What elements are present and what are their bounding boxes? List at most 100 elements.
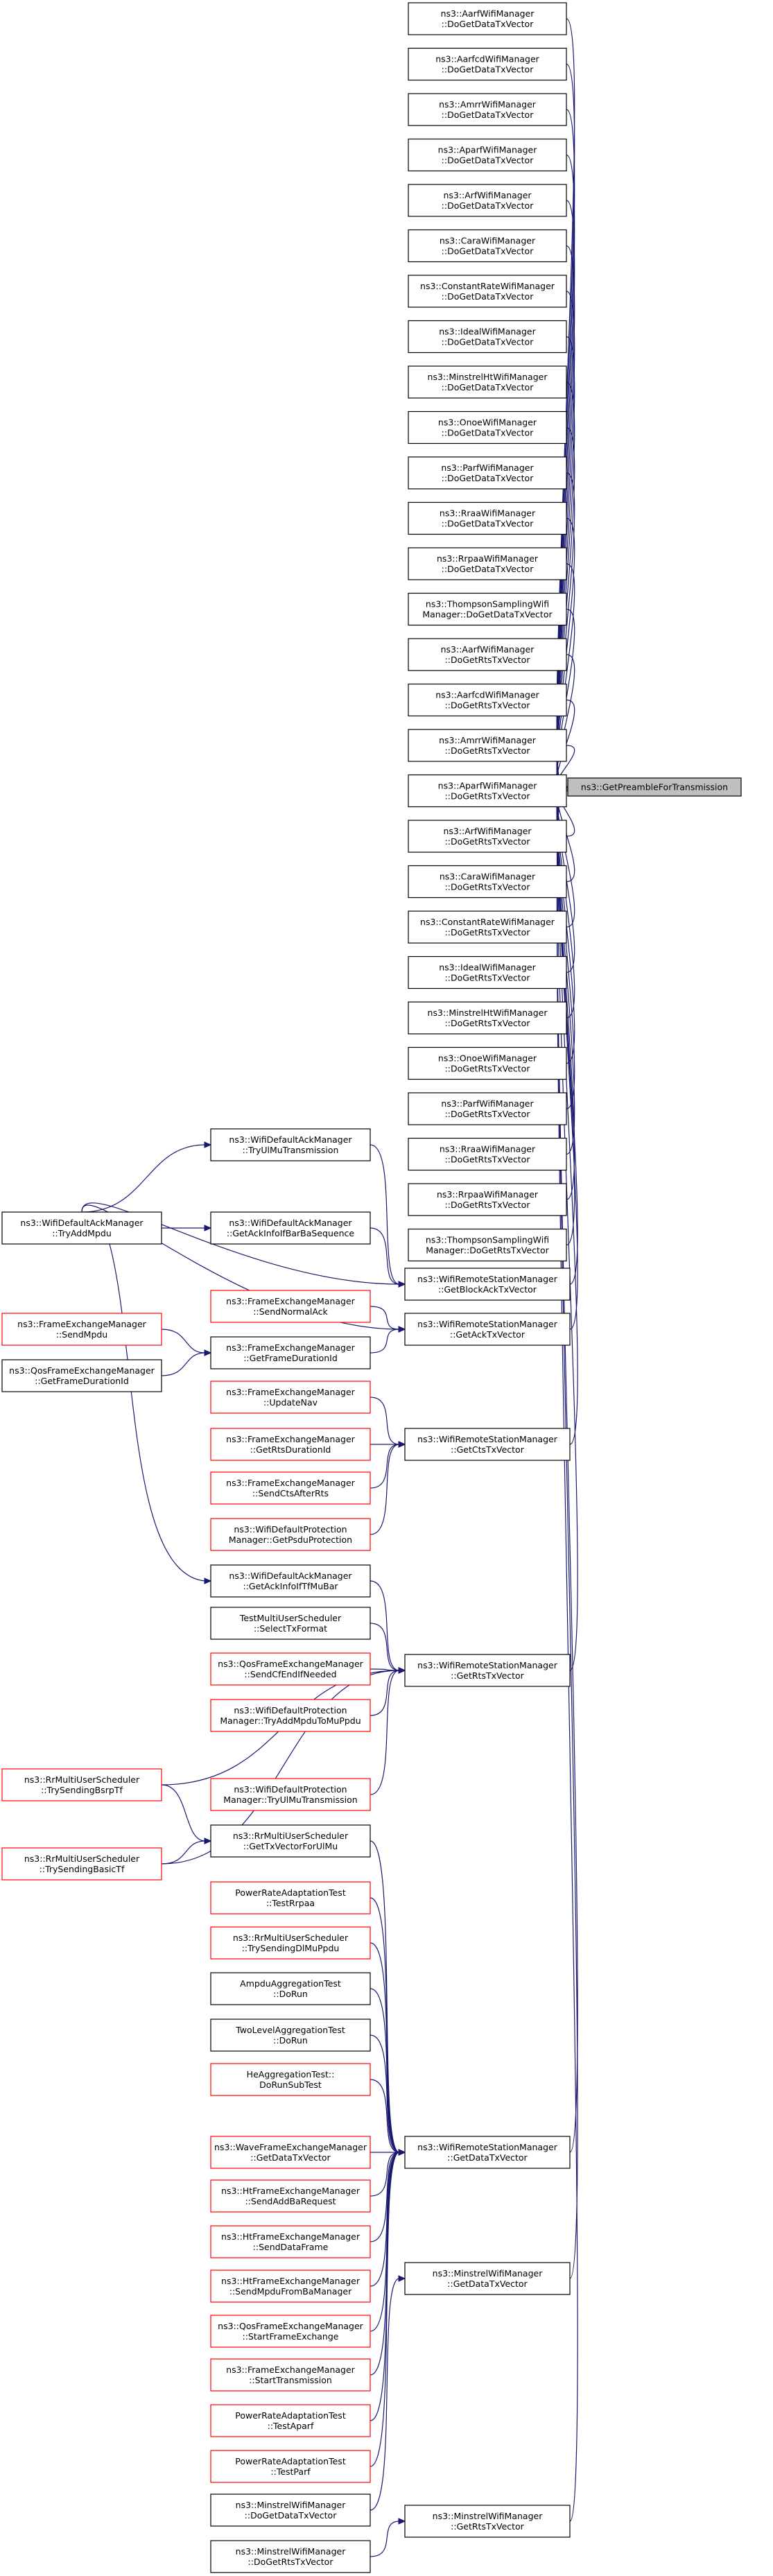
caller-node[interactable]: ns3::ArfWifiManager::DoGetRtsTxVector bbox=[408, 820, 567, 853]
caller-node[interactable]: ns3::WifiRemoteStationManager::GetCtsTxV… bbox=[404, 1428, 571, 1461]
node-box bbox=[408, 184, 567, 217]
caller-node[interactable]: ns3::ConstantRateWifiManager::DoGetRtsTx… bbox=[408, 910, 567, 944]
caller-node[interactable]: ns3::RraaWifiManager::DoGetRtsTxVector bbox=[408, 1137, 567, 1171]
caller-node[interactable]: AmpduAggregationTest::DoRun bbox=[210, 1972, 371, 2005]
node-label-line: ns3::QosFrameExchangeManager bbox=[218, 1659, 363, 1669]
caller-node[interactable]: ns3::FrameExchangeManager::SendCtsAfterR… bbox=[210, 1471, 371, 1505]
caller-node[interactable]: ns3::OnoeWifiManager::DoGetDataTxVector bbox=[408, 410, 567, 444]
node-label-line: PowerRateAdaptationTest bbox=[235, 1887, 346, 1898]
caller-node[interactable]: ns3::FrameExchangeManager::UpdateNav bbox=[210, 1381, 371, 1414]
caller-node[interactable]: PowerRateAdaptationTest::TestRrpaa bbox=[210, 1881, 371, 1914]
caller-node[interactable]: ns3::AarfcdWifiManager::DoGetDataTxVecto… bbox=[408, 47, 567, 81]
caller-node[interactable]: ns3::WifiDefaultProtectionManager::GetPs… bbox=[210, 1518, 371, 1551]
caller-node[interactable]: ns3::WifiRemoteStationManager::GetAckTxV… bbox=[404, 1313, 571, 1346]
node-box bbox=[210, 1518, 371, 1551]
caller-node[interactable]: ns3::RraaWifiManager::DoGetDataTxVector bbox=[408, 501, 567, 535]
edge-arrowhead bbox=[204, 1225, 212, 1231]
node-box bbox=[210, 1699, 371, 1732]
node-label-line: ns3::FrameExchangeManager bbox=[226, 1342, 355, 1353]
caller-node[interactable]: PowerRateAdaptationTest::TestAparf bbox=[210, 2404, 371, 2437]
caller-node[interactable]: ns3::MinstrelHtWifiManager::DoGetDataTxV… bbox=[408, 365, 567, 399]
caller-node[interactable]: ns3::WifiDefaultAckManager::GetAckInfoIf… bbox=[210, 1211, 371, 1245]
caller-node[interactable]: ns3::AarfWifiManager::DoGetDataTxVector bbox=[408, 2, 567, 35]
caller-node[interactable]: ns3::MinstrelWifiManager::DoGetRtsTxVect… bbox=[210, 2540, 371, 2573]
caller-node[interactable]: ns3::WifiDefaultAckManager::GetAckInfoIf… bbox=[210, 1564, 371, 1598]
node-box bbox=[408, 275, 567, 308]
node-box bbox=[210, 1926, 371, 1960]
caller-node[interactable]: ns3::HtFrameExchangeManager::SendAddBaRe… bbox=[210, 2179, 371, 2213]
edge-l1-to-m9 bbox=[109, 1243, 212, 1584]
edge-arrowhead bbox=[398, 1281, 406, 1288]
caller-node[interactable]: ns3::AarfWifiManager::DoGetRtsTxVector bbox=[408, 638, 567, 671]
caller-node[interactable]: ns3::AparfWifiManager::DoGetRtsTxVector bbox=[408, 774, 567, 808]
node-box bbox=[408, 1092, 567, 1125]
caller-node[interactable]: ns3::QosFrameExchangeManager::StartFrame… bbox=[210, 2315, 371, 2348]
caller-node[interactable]: ns3::CaraWifiManager::DoGetDataTxVector bbox=[408, 229, 567, 263]
node-label-line: ns3::WifiRemoteStationManager bbox=[417, 1274, 558, 1284]
caller-node[interactable]: ns3::OnoeWifiManager::DoGetRtsTxVector bbox=[408, 1046, 567, 1080]
node-label-line: ::SendMpdu bbox=[56, 1329, 107, 1340]
node-label-line: PowerRateAdaptationTest bbox=[235, 2410, 346, 2421]
caller-node[interactable]: ns3::HtFrameExchangeManager::SendMpduFro… bbox=[210, 2270, 371, 2303]
node-label-line: Manager::TryAddMpduToMuPpdu bbox=[220, 1715, 361, 1726]
caller-node[interactable]: ns3::IdealWifiManager::DoGetDataTxVector bbox=[408, 320, 567, 354]
node-box bbox=[408, 320, 567, 354]
node-box bbox=[408, 592, 567, 626]
caller-node[interactable]: ns3::ConstantRateWifiManager::DoGetDataT… bbox=[408, 275, 567, 308]
caller-node[interactable]: ns3::MinstrelHtWifiManager::DoGetRtsTxVe… bbox=[408, 1001, 567, 1035]
caller-node[interactable]: ns3::RrpaaWifiManager::DoGetRtsTxVector bbox=[408, 1183, 567, 1216]
caller-node[interactable]: ns3::RrMultiUserScheduler::GetTxVectorFo… bbox=[210, 1824, 371, 1858]
node-label-line: ::GetBlockAckTxVector bbox=[438, 1284, 537, 1295]
edge-m9-to-n32 bbox=[370, 1580, 406, 1674]
caller-node[interactable]: ns3::WifiDefaultAckManager::TryUlMuTrans… bbox=[210, 1128, 371, 1161]
caller-node[interactable]: ns3::WifiDefaultAckManager::TryAddMpdu bbox=[1, 1211, 162, 1245]
caller-node[interactable]: TwoLevelAggregationTest::DoRun bbox=[210, 2019, 371, 2052]
caller-node[interactable]: ns3::QosFrameExchangeManager::SendCfEndI… bbox=[210, 1652, 371, 1686]
caller-node[interactable]: ns3::WaveFrameExchangeManager::GetDataTx… bbox=[210, 2136, 371, 2169]
caller-node[interactable]: ns3::MinstrelWifiManager::GetRtsTxVector bbox=[404, 2505, 571, 2538]
caller-node[interactable]: ns3::IdealWifiManager::DoGetRtsTxVector bbox=[408, 956, 567, 989]
caller-node[interactable]: ns3::FrameExchangeManager::GetRtsDuratio… bbox=[210, 1428, 371, 1461]
caller-node[interactable]: ns3::ParfWifiManager::DoGetRtsTxVector bbox=[408, 1092, 567, 1125]
node-label-line: ns3::FrameExchangeManager bbox=[226, 1434, 355, 1444]
caller-node[interactable]: HeAggregationTest::DoRunSubTest bbox=[210, 2063, 371, 2096]
caller-node[interactable]: ns3::RrMultiUserScheduler::TrySendingBas… bbox=[1, 1847, 162, 1881]
caller-node[interactable]: ns3::AmrrWifiManager::DoGetDataTxVector bbox=[408, 93, 567, 126]
node-label-line: ns3::AarfWifiManager bbox=[441, 644, 535, 655]
caller-node[interactable]: ns3::ParfWifiManager::DoGetDataTxVector bbox=[408, 456, 567, 490]
caller-node[interactable]: ns3::RrpaaWifiManager::DoGetDataTxVector bbox=[408, 547, 567, 580]
caller-node[interactable]: ns3::MinstrelWifiManager::DoGetDataTxVec… bbox=[210, 2493, 371, 2527]
caller-node[interactable]: ns3::AmrrWifiManager::DoGetRtsTxVector bbox=[408, 729, 567, 762]
node-label-line: ns3::ThompsonSamplingWifi bbox=[426, 1235, 549, 1245]
caller-node[interactable]: ns3::WifiRemoteStationManager::GetDataTx… bbox=[404, 2136, 571, 2169]
caller-node[interactable]: ns3::FrameExchangeManager::SendNormalAck bbox=[210, 1290, 371, 1323]
caller-node[interactable]: PowerRateAdaptationTest::TestParf bbox=[210, 2450, 371, 2483]
node-box bbox=[210, 2270, 371, 2303]
caller-node[interactable]: ns3::ArfWifiManager::DoGetDataTxVector bbox=[408, 184, 567, 217]
node-box bbox=[210, 2358, 371, 2392]
caller-node[interactable]: ns3::AparfWifiManager::DoGetDataTxVector bbox=[408, 138, 567, 172]
caller-node[interactable]: ns3::WifiRemoteStationManager::GetRtsTxV… bbox=[404, 1654, 571, 1687]
caller-node[interactable]: TestMultiUserScheduler::SelectTxFormat bbox=[210, 1607, 371, 1640]
caller-node[interactable]: ns3::WifiRemoteStationManager::GetBlockA… bbox=[404, 1268, 571, 1301]
caller-node[interactable]: ns3::QosFrameExchangeManager::GetFrameDu… bbox=[1, 1359, 162, 1392]
caller-node[interactable]: ns3::RrMultiUserScheduler::TrySendingDlM… bbox=[210, 1926, 371, 1960]
caller-node[interactable]: ns3::FrameExchangeManager::StartTransmis… bbox=[210, 2358, 371, 2392]
caller-node[interactable]: ns3::CaraWifiManager::DoGetRtsTxVector bbox=[408, 865, 567, 899]
node-label-line: ::DoGetDataTxVector bbox=[442, 473, 535, 483]
node-label-line: ::StartTransmission bbox=[249, 2375, 332, 2385]
caller-node[interactable]: ns3::RrMultiUserScheduler::TrySendingBsr… bbox=[1, 1768, 162, 1801]
caller-node[interactable]: ns3::ThompsonSamplingWifiManager::DoGetR… bbox=[408, 1228, 567, 1262]
caller-node[interactable]: ns3::MinstrelWifiManager::GetDataTxVecto… bbox=[404, 2262, 571, 2295]
caller-node[interactable]: ns3::AarfcdWifiManager::DoGetRtsTxVector bbox=[408, 683, 567, 717]
node-box bbox=[408, 865, 567, 899]
node-box bbox=[408, 410, 567, 444]
caller-node[interactable]: ns3::FrameExchangeManager::GetFrameDurat… bbox=[210, 1336, 371, 1369]
caller-node[interactable]: ns3::ThompsonSamplingWifiManager::DoGetD… bbox=[408, 592, 567, 626]
target-node[interactable]: ns3::GetPreambleForTransmission bbox=[567, 777, 742, 797]
caller-node[interactable]: ns3::FrameExchangeManager::SendMpdu bbox=[1, 1313, 162, 1346]
caller-node[interactable]: ns3::WifiDefaultProtectionManager::TryUl… bbox=[210, 1778, 371, 1811]
caller-node[interactable]: ns3::HtFrameExchangeManager::SendDataFra… bbox=[210, 2225, 371, 2258]
caller-node[interactable]: ns3::WifiDefaultProtectionManager::TryAd… bbox=[210, 1699, 371, 1732]
node-label-line: ::SendMpduFromBaManager bbox=[229, 2286, 352, 2297]
